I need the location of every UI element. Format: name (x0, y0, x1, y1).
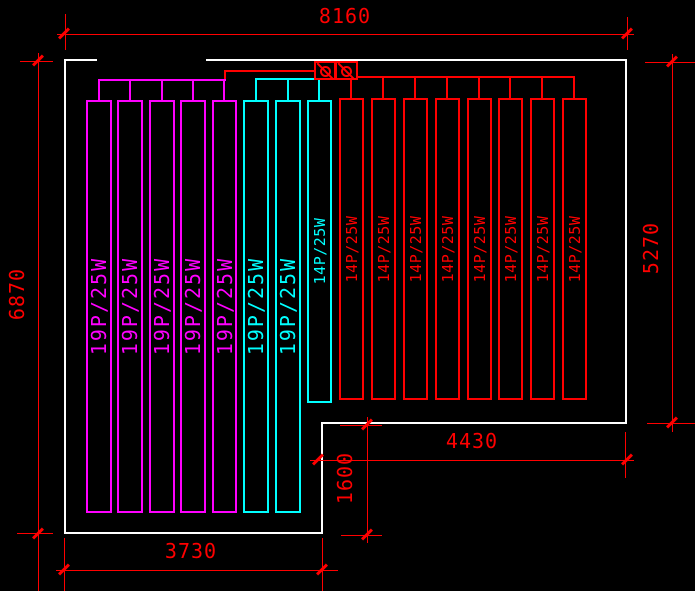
panel-label: 14P/25W (470, 215, 489, 283)
magenta-stub (192, 79, 194, 100)
left-wall (64, 59, 66, 534)
heating-panel (403, 98, 428, 400)
panel-label: 19P/25W (276, 256, 300, 356)
heating-panel (212, 100, 237, 513)
red-manifold (356, 76, 575, 78)
valve-icon (320, 66, 331, 77)
heating-panel (149, 100, 175, 513)
top-wall-right-segment (206, 59, 627, 61)
heating-panel (435, 98, 460, 400)
panel-label: 19P/25W (181, 256, 205, 356)
cyan-stub (318, 78, 320, 100)
heating-panel (339, 98, 364, 400)
panel-label: 19P/25W (118, 256, 142, 356)
top-wall-left-segment (64, 59, 97, 61)
red-stub (414, 76, 416, 98)
dim-bottom-label: 3730 (164, 539, 218, 563)
magenta-stub (161, 79, 163, 100)
dim-bottom-ext-left (64, 538, 65, 591)
red-stub (573, 76, 575, 98)
supply-pipe-elbow (224, 70, 226, 81)
heating-panel (307, 100, 332, 403)
heating-panel (498, 98, 523, 400)
red-stub (541, 76, 543, 98)
heating-panel (243, 100, 269, 513)
panel-label: 19P/25W (244, 256, 268, 356)
dim-notchw-label: 4430 (445, 429, 499, 453)
dim-left-line (38, 53, 39, 591)
red-stub (382, 76, 384, 98)
panel-label: 14P/25W (533, 215, 552, 283)
dim-notchw-ext-right (625, 432, 626, 478)
heating-panel (371, 98, 396, 400)
valve-icon (341, 66, 352, 77)
heating-panel (117, 100, 143, 513)
panel-label: 14P/25W (374, 215, 393, 283)
notch-horizontal-wall (321, 422, 627, 424)
heating-panel (530, 98, 555, 400)
panel-label: 14P/25W (565, 215, 584, 283)
right-wall (625, 59, 627, 424)
dim-top-line (57, 34, 634, 35)
dim-top-label: 8160 (318, 4, 372, 28)
magenta-stub (129, 79, 131, 100)
panel-label: 14P/25W (438, 215, 457, 283)
dim-bottom-line (56, 570, 338, 571)
dim-notchh-line (367, 417, 368, 543)
magenta-stub (223, 79, 225, 100)
panel-label: 19P/25W (87, 256, 111, 356)
red-stub (478, 76, 480, 98)
panel-label: 19P/25W (212, 256, 237, 356)
panel-label: 14P/25W (342, 215, 361, 283)
panel-label: 14P/25W (310, 217, 329, 285)
dim-notchw-line (310, 460, 634, 461)
notch-vertical-wall (321, 423, 323, 534)
panel-label: 14P/25W (501, 215, 520, 283)
dim-bottom-ext-right (322, 538, 323, 591)
heating-panel (562, 98, 587, 400)
panel-label: 14P/25W (406, 215, 425, 283)
dim-notchh-ext-top (340, 425, 382, 426)
valve-box-2 (335, 61, 358, 80)
bottom-wall (64, 532, 323, 534)
red-stub-first (350, 79, 352, 98)
cyan-manifold (256, 78, 351, 80)
red-stub (446, 76, 448, 98)
dim-right-line (672, 54, 673, 432)
dim-notchh-ext-bottom (341, 535, 382, 536)
supply-pipe-horizontal (224, 70, 315, 72)
heating-panel (86, 100, 112, 513)
magenta-stub (98, 79, 100, 100)
cyan-stub (287, 78, 289, 100)
panel-label: 19P/25W (150, 256, 174, 356)
heating-panel (467, 98, 492, 400)
cyan-stub (255, 78, 257, 100)
red-stub (509, 76, 511, 98)
heating-panel (180, 100, 206, 513)
heating-panel (275, 100, 301, 513)
